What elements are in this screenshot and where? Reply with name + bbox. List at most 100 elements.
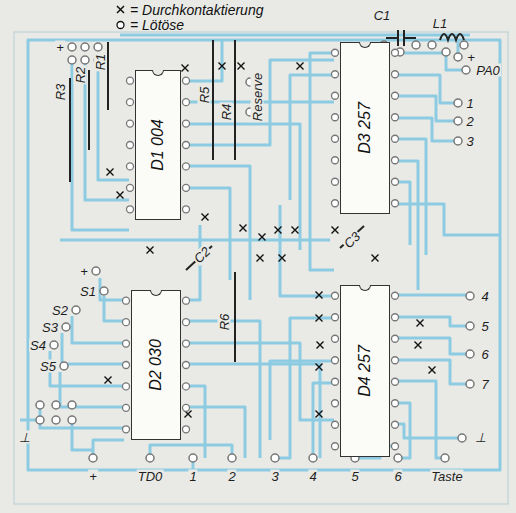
solder-pad	[36, 416, 44, 424]
copper-trace	[187, 40, 222, 81]
component-body	[70, 30, 464, 362]
chip-pin-pad	[332, 157, 339, 164]
pin-number: 1	[465, 97, 474, 110]
solder-pad	[72, 306, 80, 314]
copper-trace	[188, 407, 245, 458]
copper-trace	[187, 166, 250, 300]
via-mark	[292, 227, 299, 234]
chip-pin-pad	[392, 71, 399, 78]
solder-pad	[458, 434, 466, 442]
solder-pad	[454, 137, 462, 145]
solder-pad	[60, 362, 68, 370]
chip-label: D2 030	[147, 339, 165, 391]
ic-chip: D4 257	[340, 285, 390, 457]
via-mark	[182, 65, 189, 72]
chip-pin-pad	[183, 362, 190, 369]
chip-notch	[359, 42, 371, 48]
solder-pad	[62, 323, 70, 331]
via-mark	[105, 377, 112, 384]
copper-trace	[396, 317, 470, 326]
chip-pin-pad	[392, 49, 399, 56]
via-mark	[317, 342, 324, 349]
via-mark	[257, 255, 264, 262]
ground-symbol: ⊥	[474, 431, 487, 444]
ground-symbol: ⊥	[18, 431, 31, 444]
chip-pin-pad	[127, 99, 134, 106]
solder-pad	[412, 41, 420, 49]
ic-chip: D3 257	[340, 42, 390, 214]
copper-trace	[270, 361, 334, 440]
copper-trace	[187, 60, 334, 145]
pin-number: 3	[465, 135, 474, 148]
via-mark	[202, 214, 209, 221]
pin-number: 5	[350, 470, 359, 483]
solder-pad	[36, 41, 474, 462]
component-body	[404, 37, 416, 39]
chip-notch	[150, 290, 162, 296]
copper-trace	[40, 405, 124, 428]
chip-pin-pad	[183, 297, 190, 304]
via-mark	[238, 63, 245, 70]
copper-trace	[187, 188, 230, 280]
chip-pin-pad	[332, 135, 339, 142]
copper-trace	[62, 333, 124, 364]
solder-pad	[466, 350, 474, 358]
solder-pad	[428, 41, 436, 49]
part-name: R2	[74, 66, 87, 85]
chip-pin-pad	[183, 404, 190, 411]
chip-pin-pad	[183, 99, 190, 106]
part-name: R1	[94, 53, 107, 72]
pin-number: 3	[270, 470, 279, 483]
via-mark	[429, 367, 436, 374]
copper-trace	[396, 424, 462, 438]
chip-pin-pad	[183, 184, 190, 191]
signal-name: S5	[39, 360, 57, 373]
chip-pin-pad	[123, 319, 130, 326]
chip-pin-pad	[392, 92, 399, 99]
copper-trace	[120, 34, 470, 37]
chip-pin-pad	[123, 426, 130, 433]
chip-pin-pad	[127, 206, 134, 213]
solder-pad	[466, 380, 474, 388]
solder-pad	[81, 56, 89, 64]
chip-pin-pad	[183, 206, 190, 213]
chip-pin-pad	[392, 443, 399, 450]
via-mark	[372, 255, 379, 262]
pin-number: 1	[188, 470, 197, 483]
chip-pin-pad	[123, 383, 130, 390]
chip-pin-pad	[392, 292, 399, 299]
solder-pad	[36, 401, 44, 409]
chip-pin-pad	[392, 421, 399, 428]
signal-name: S1	[79, 285, 97, 298]
copper-trace	[280, 205, 334, 296]
component-body	[234, 40, 236, 160]
solder-pad	[271, 454, 279, 462]
part-name: R3	[54, 83, 67, 102]
chip-pin-pad	[392, 335, 399, 342]
via-mark	[240, 225, 247, 232]
solder-pad	[460, 41, 468, 49]
copper-trace	[104, 296, 124, 321]
solder-pad	[462, 66, 470, 74]
chip-pin-pad	[127, 184, 134, 191]
supply-terminal: +	[466, 51, 476, 64]
solder-pad	[92, 267, 100, 275]
chip-pin-pad	[127, 77, 134, 84]
solder-pad	[68, 43, 76, 51]
solder-pad	[189, 454, 197, 462]
chip-pin-pad	[332, 200, 339, 207]
chip-pin-pad	[332, 400, 339, 407]
copper-trace	[72, 420, 93, 450]
chip-label: D3 257	[356, 102, 374, 154]
solder-pad	[309, 454, 317, 462]
ic-chip: D2 030	[131, 290, 181, 440]
pin-number: 6	[393, 470, 402, 483]
chip-pin-pad	[123, 404, 130, 411]
chip-pin-pad	[183, 163, 190, 170]
chip-pin-pad	[332, 335, 339, 342]
via-mark	[275, 227, 282, 234]
via-mark	[279, 255, 286, 262]
chip-pin-pad	[127, 142, 134, 149]
chip-pin-pad	[183, 77, 190, 84]
